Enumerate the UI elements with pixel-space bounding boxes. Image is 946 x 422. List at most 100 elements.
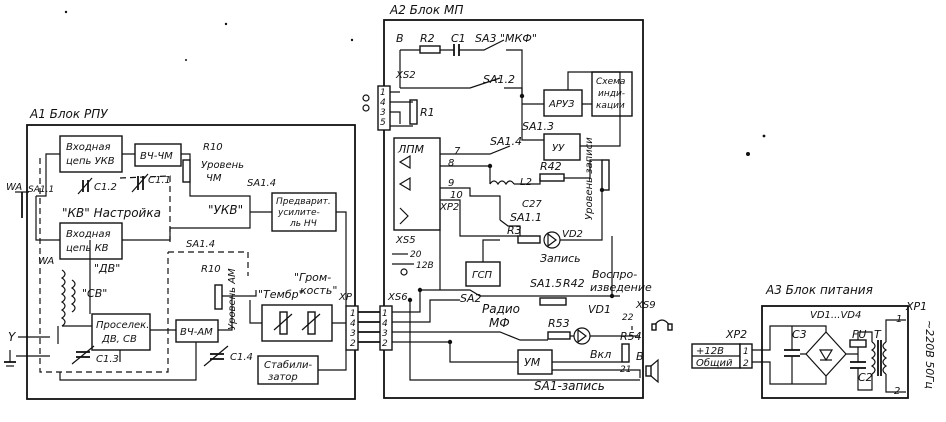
block-a1-rpu: А1 Блок РПУ Входная цепь УКВ ВЧ-ЧМ R10 У…	[4, 107, 359, 400]
indication-circuit	[591, 71, 633, 117]
xp-connector	[345, 305, 359, 351]
potentiometer-icons	[273, 311, 321, 335]
xp2-label: XP2	[725, 328, 747, 341]
pin-22-label: 22	[622, 313, 634, 323]
vd1-label: VD1	[588, 303, 611, 316]
rf-am-block	[175, 319, 219, 343]
xs2-pin-3: 3	[380, 108, 386, 118]
input-circuit-vhf-label-2: цепь УКВ	[66, 156, 115, 167]
r10-label: R10	[203, 142, 223, 153]
pre-amp-label-3: ль НЧ	[289, 219, 317, 229]
playback-label-2: изведение	[590, 281, 652, 294]
xp-pin-2: 2	[350, 339, 356, 349]
junction-dots	[407, 93, 615, 345]
fuse-fu	[849, 339, 867, 348]
uu-label: УУ	[552, 143, 565, 154]
c1-1-label: С1.1	[148, 175, 171, 186]
c1-capacitor	[453, 44, 460, 56]
r3-resistor	[517, 235, 541, 244]
block-a3-frame	[761, 305, 909, 399]
power-on-label: Вкл	[590, 348, 611, 361]
agc-block	[543, 89, 583, 117]
lpm-pin-7: 7	[454, 146, 461, 157]
c2-label: С2	[858, 371, 873, 384]
capacitor-c1-2	[77, 177, 93, 195]
l2-coil-icon	[489, 180, 515, 186]
c27-label: С27	[522, 199, 542, 210]
mechanical-coupling-dashed	[39, 158, 249, 373]
transformer-icon	[870, 340, 888, 376]
xp-pin-3: 3	[350, 329, 356, 339]
r42-resistor	[539, 173, 565, 182]
stabilizer-label-2: затор	[268, 372, 298, 383]
vhf-label: "УКВ"	[208, 203, 243, 217]
xp2-pin-1: 1	[743, 347, 749, 357]
record-level-resistor	[601, 159, 610, 191]
c1-2-label: С1.2	[94, 182, 117, 193]
sa3-label: SA3 "МКФ"	[475, 32, 537, 45]
indication-label-2: инди-	[598, 89, 625, 99]
xp2-12v-label: +12В	[696, 346, 724, 357]
xs5-label: XS5	[395, 235, 416, 246]
mic-b-label: В	[396, 32, 404, 45]
volume-tone-controls	[261, 304, 333, 342]
r1-label: R1	[420, 106, 435, 119]
fm-level-label-2: ЧМ	[206, 173, 222, 184]
c1-4-label: С1.4	[230, 352, 253, 363]
sa1-record-label: SA1-запись	[534, 379, 605, 393]
lpm-pin-9: 9	[448, 178, 454, 189]
volume-label-2: кость"	[300, 284, 337, 297]
block-a1-title: А1 Блок РПУ	[29, 107, 108, 121]
t-label: T	[874, 328, 882, 341]
r42b-label: R42	[563, 277, 585, 290]
xp2-connector-pins	[739, 343, 753, 369]
voltage-stabilizer	[257, 355, 319, 385]
tape-heads-icon	[398, 154, 411, 225]
preselector-lw-mw	[91, 313, 151, 351]
mains-label: ~220В 50Гц	[923, 320, 936, 389]
input-circuit-vhf-label-1: Входная	[66, 142, 111, 153]
um-label: УМ	[524, 356, 541, 369]
c1-label: С1	[451, 32, 466, 45]
headphones-icon	[651, 319, 673, 331]
playback-label-1: Воспро-	[592, 268, 637, 281]
xs5-12v: 12В	[416, 261, 434, 271]
sa1-1b-label: SA1.1	[510, 211, 542, 224]
r54-resistor	[621, 343, 630, 363]
r42-label: R42	[540, 160, 562, 173]
xp2-common-label: Общий	[696, 357, 733, 369]
c2-capacitor	[850, 361, 866, 369]
tape-mechanism-lpm	[393, 137, 441, 231]
pre-amplifier-lf	[271, 192, 337, 232]
record-indicator-label: Запись	[540, 252, 581, 265]
control-amplifier-uu	[543, 133, 581, 161]
ferrite-antenna-label: WA	[38, 256, 54, 267]
sa1-5-label: SA1.5	[530, 277, 562, 290]
xs6-pin-1: 1	[382, 309, 388, 319]
vd2-label: VD2	[562, 229, 583, 240]
input-circuit-hf	[59, 222, 123, 260]
xp2-pin-2: 2	[743, 359, 749, 369]
xs6-label: XS6	[387, 292, 408, 303]
speaker-b-label: В	[636, 350, 644, 363]
lpm-label: ЛПМ	[397, 143, 425, 156]
xp-pin-1: 1	[350, 309, 356, 319]
xp-pin-4: 4	[350, 319, 356, 329]
xs5-20v: 20	[410, 250, 422, 260]
xs2-pin-1: 1	[380, 88, 386, 98]
antenna-wa-label: WA	[6, 182, 22, 193]
ferrite-antenna-coil-icon	[60, 269, 76, 327]
diode-range-label: VD1...VD4	[810, 310, 861, 321]
antenna-input-y-label: Y	[8, 330, 17, 344]
xs6-pin-2: 2	[382, 339, 388, 349]
xs2-pin-5: 5	[380, 118, 386, 128]
sa1-3-label: SA1.3	[522, 120, 554, 133]
l2-label: L2	[520, 177, 532, 188]
block-a2-frame	[383, 19, 644, 399]
block-a3-title: А3 Блок питания	[765, 283, 873, 297]
volume-label-1: "Гром-	[294, 271, 331, 284]
pre-amp-label-1: Предварит.	[276, 197, 331, 207]
r3-label: R3	[507, 224, 522, 237]
xs2-connector	[377, 85, 391, 131]
